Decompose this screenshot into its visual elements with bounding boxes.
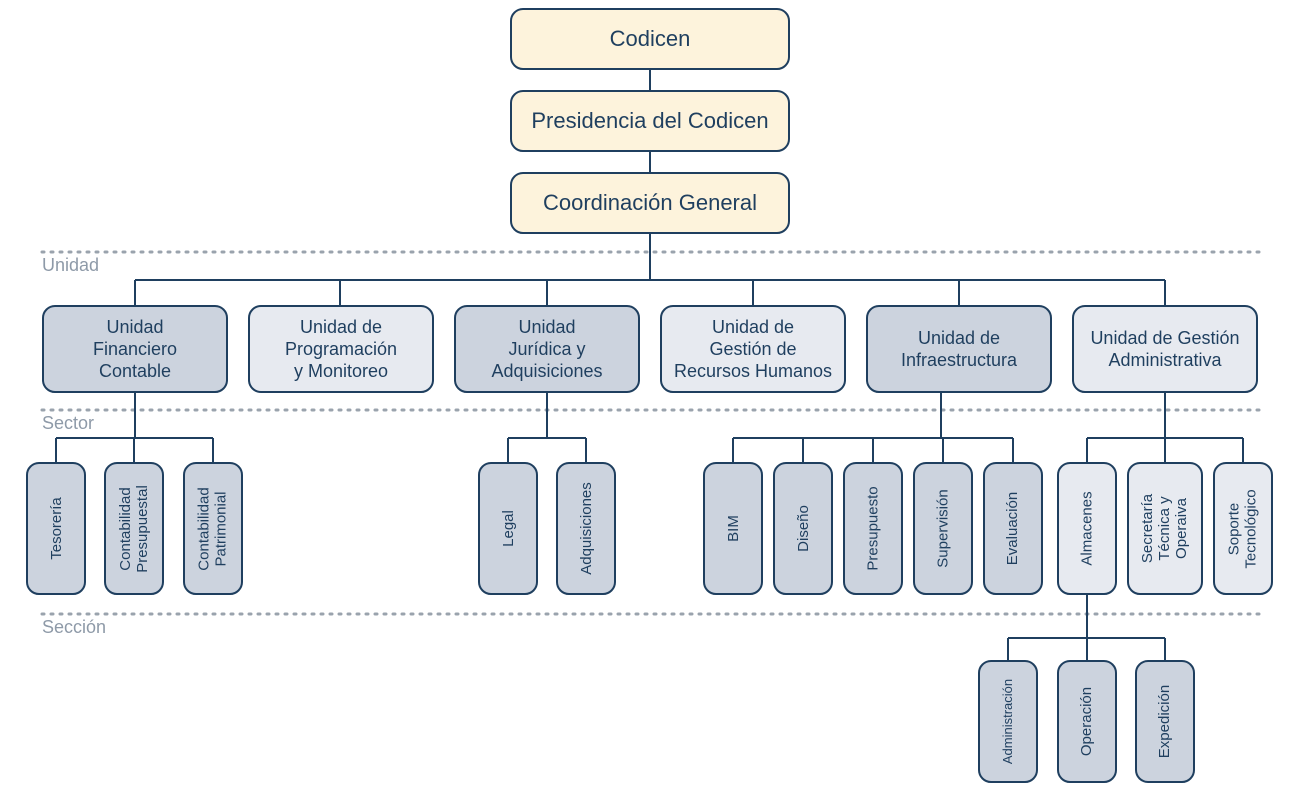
node-presidencia: Presidencia del Codicen — [510, 90, 790, 152]
node-seccion-administracion: Administración — [978, 660, 1038, 783]
node-sector-adquisiciones: Adquisiciones — [556, 462, 616, 595]
node-unidad-juridica: Unidad Jurídica y Adquisiciones — [454, 305, 640, 393]
node-unidad-rrhh: Unidad de Gestión de Recursos Humanos — [660, 305, 846, 393]
node-sector-bim: BIM — [703, 462, 763, 595]
node-sector-secretaria-tecnica: Secretaría Técnica y Operaiva — [1127, 462, 1203, 595]
node-codicen: Codicen — [510, 8, 790, 70]
node-unidad-gestion-administrativa: Unidad de Gestión Administrativa — [1072, 305, 1258, 393]
node-sector-almacenes: Almacenes — [1057, 462, 1117, 595]
node-unidad-programacion: Unidad de Programación y Monitoreo — [248, 305, 434, 393]
node-unidad-infraestructura: Unidad de Infraestructura — [866, 305, 1052, 393]
node-sector-presupuesto: Presupuesto — [843, 462, 903, 595]
node-coordinacion-general: Coordinación General — [510, 172, 790, 234]
node-sector-diseno: Diseño — [773, 462, 833, 595]
node-sector-contabilidad-patrimonial: Contabilidad Patrimonial — [183, 462, 243, 595]
node-sector-evaluacion: Evaluación — [983, 462, 1043, 595]
node-sector-contabilidad-presupuestal: Contabilidad Presupuestal — [104, 462, 164, 595]
node-sector-soporte-tecnologico: Soporte Tecnológico — [1213, 462, 1273, 595]
level-label-seccion: Sección — [42, 617, 107, 637]
level-label-unidad: Unidad — [42, 255, 100, 275]
node-seccion-expedicion: Expedición — [1135, 660, 1195, 783]
node-sector-tesoreria: Tesorería — [26, 462, 86, 595]
level-label-sector: Sector — [42, 413, 95, 433]
node-seccion-operacion: Operación — [1057, 660, 1117, 783]
node-sector-supervision: Supervisión — [913, 462, 973, 595]
node-sector-legal: Legal — [478, 462, 538, 595]
node-unidad-financiero-contable: Unidad Financiero Contable — [42, 305, 228, 393]
